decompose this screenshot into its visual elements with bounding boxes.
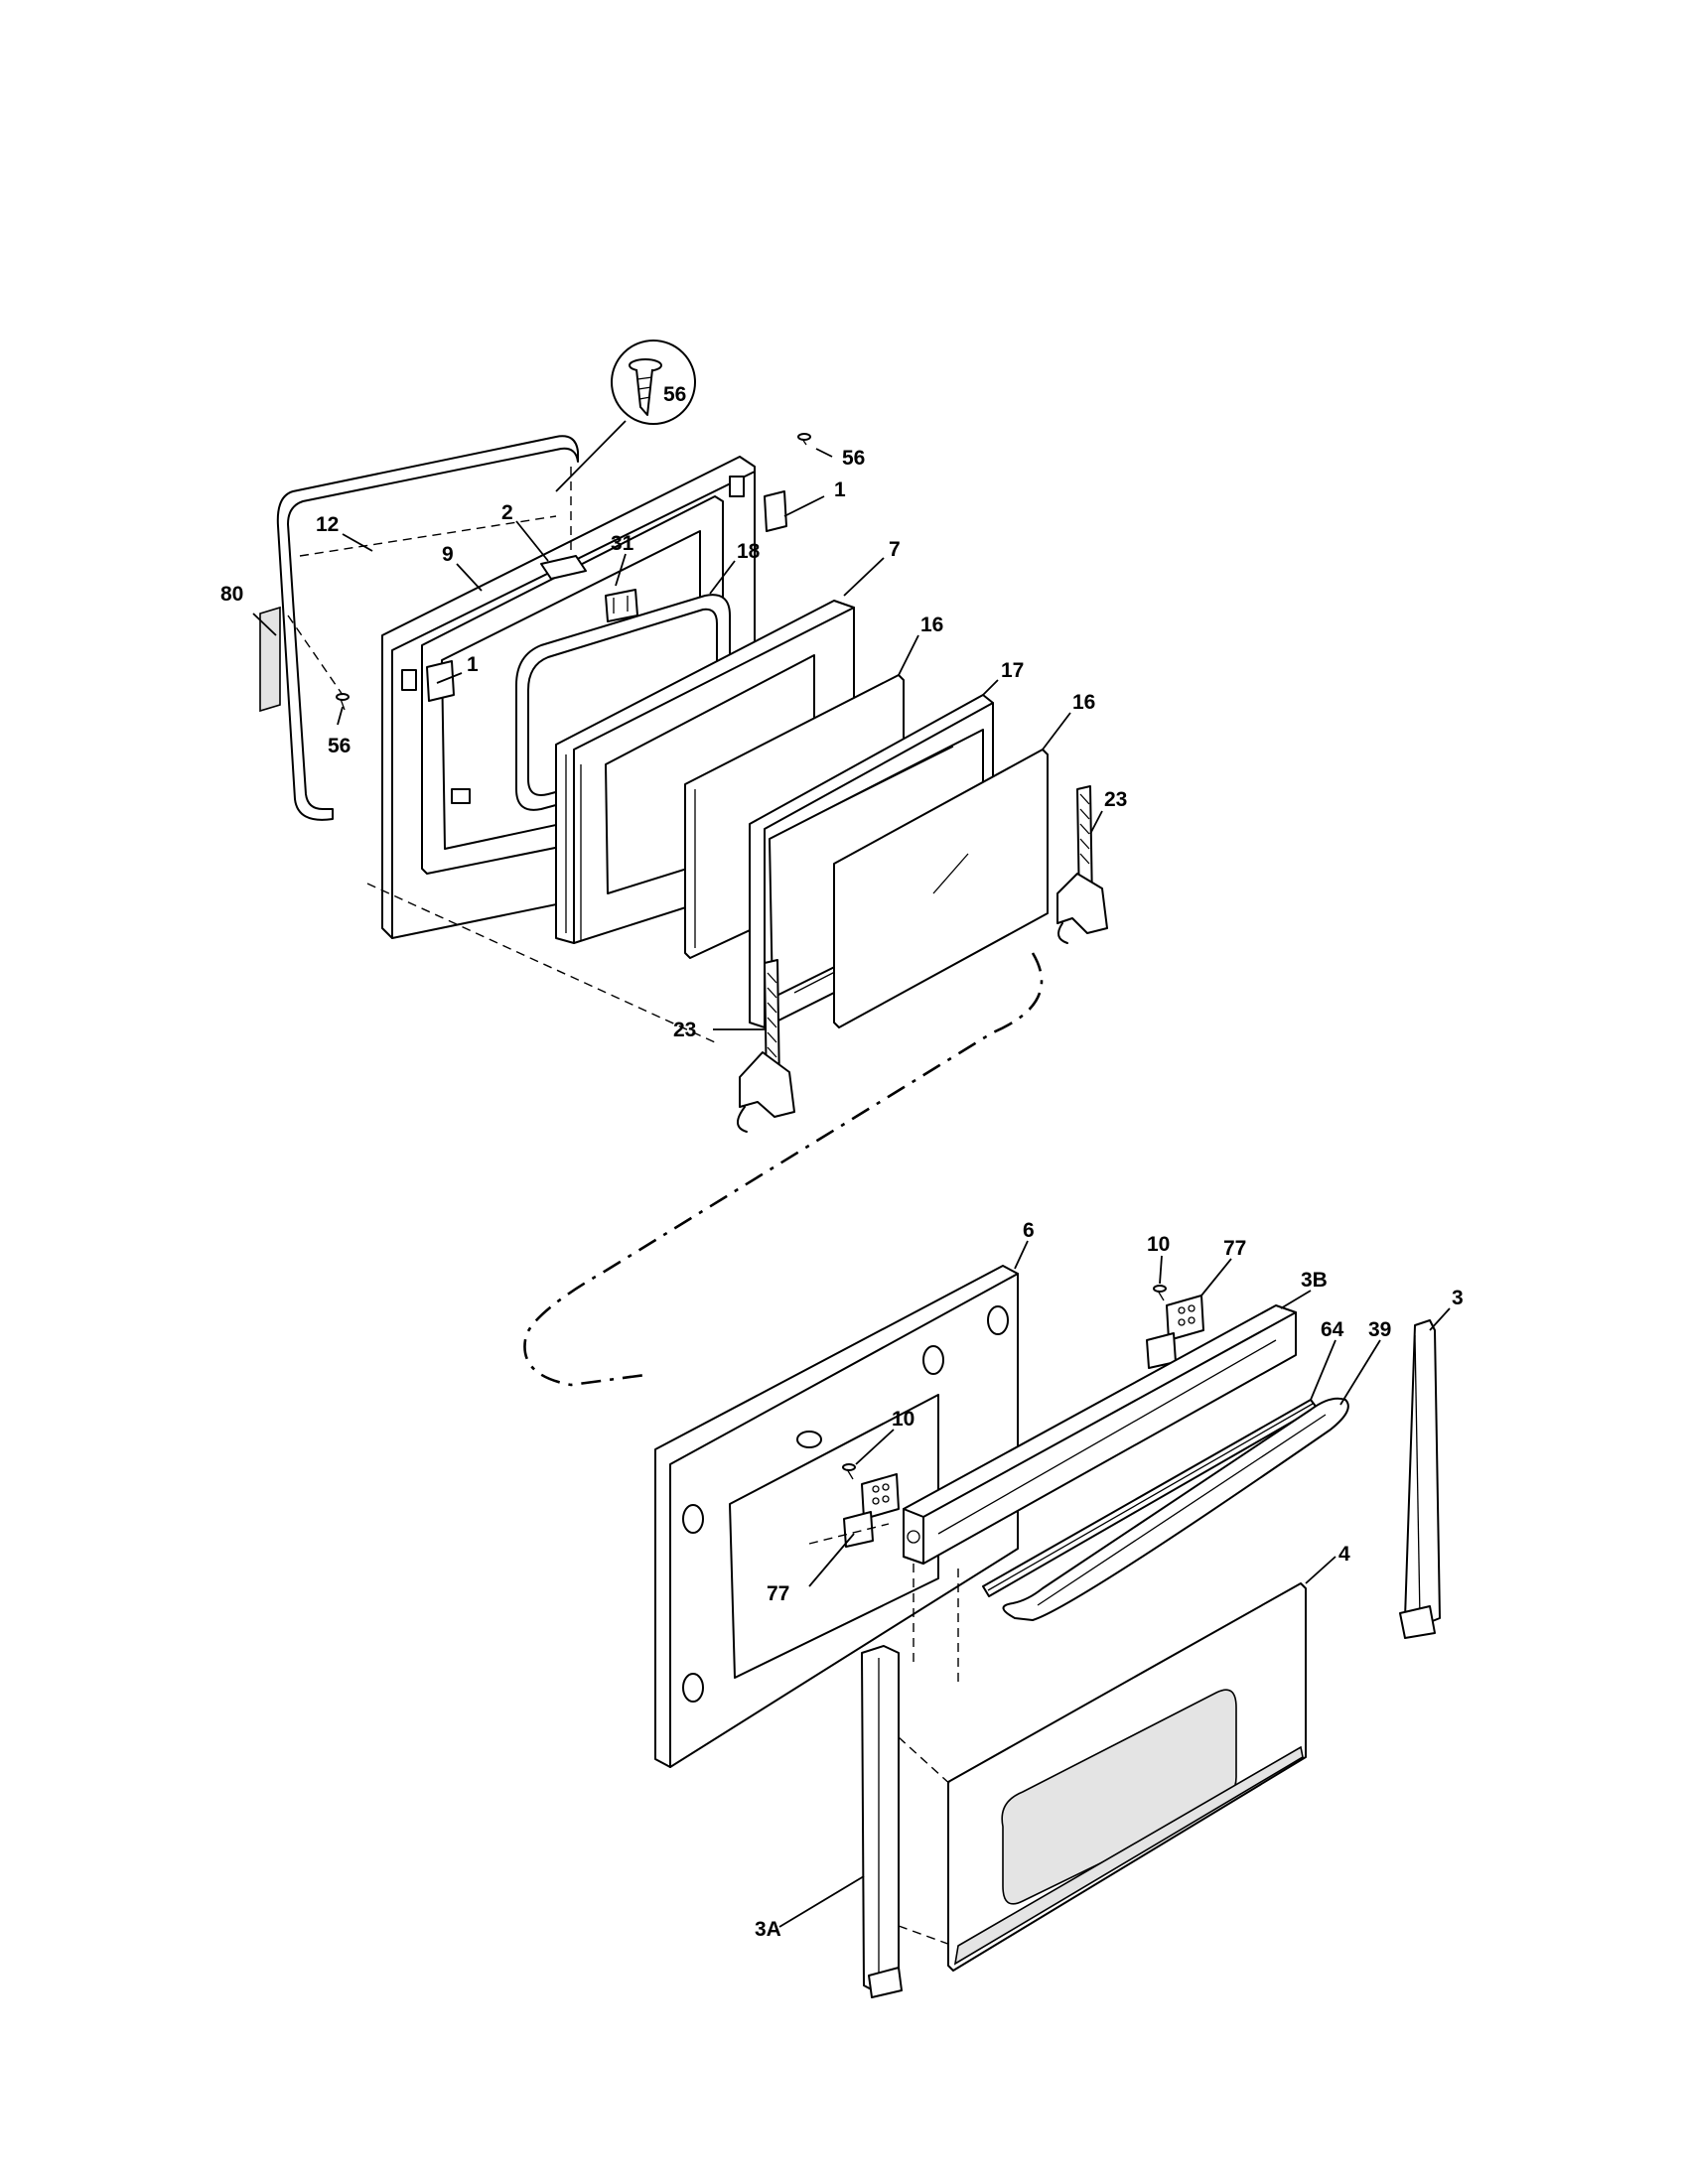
callout-labels: 56 56 1 12 2 9 31 18 7 80 1 16 17 16 56 … [220,383,1464,1941]
callout-64: 64 [1321,1318,1344,1341]
door-gasket-12 [276,435,579,821]
callout-3A: 3A [755,1918,781,1941]
callout-77-top: 77 [1223,1237,1246,1260]
inner-door-panel-6 [654,1265,1019,1768]
side-trim-3-right [1399,1319,1441,1639]
callout-17: 17 [1001,659,1024,682]
callout-16-b: 16 [1072,691,1095,714]
callout-1-left: 1 [467,653,479,676]
hinge-23-right [1056,785,1108,944]
callout-56-detail: 56 [663,383,686,406]
side-trim-3A-left [861,1645,903,1998]
callout-77-bot: 77 [767,1582,789,1605]
callout-3B: 3B [1301,1269,1328,1292]
callout-31: 31 [611,532,634,555]
callout-9: 9 [442,543,454,566]
bracket-2 [540,555,587,580]
callout-16-a: 16 [920,614,943,636]
callout-12: 12 [316,513,339,536]
callout-39: 39 [1368,1318,1391,1341]
callout-80: 80 [220,583,243,606]
callout-4: 4 [1338,1543,1350,1566]
callout-10-mid: 10 [892,1408,914,1431]
screw-10-top [1153,1285,1167,1301]
callout-6: 6 [1023,1219,1035,1242]
hinge-receiver-1-top [764,490,787,532]
hinge-23-left [737,959,795,1133]
callout-56-left: 56 [328,735,351,757]
screw-56-detail-circle [555,340,696,492]
door-handle-39 [1002,1397,1349,1621]
callout-18: 18 [737,540,761,563]
callout-10-top: 10 [1147,1233,1170,1256]
door-trim-channel-3B [903,1304,1297,1565]
outer-door-panel-4 [947,1582,1307,1972]
leader-lines [252,448,1451,1928]
assembly-link-dashed-loop [523,952,1044,1387]
callout-56-top: 56 [842,447,865,470]
callout-7: 7 [889,538,901,561]
callout-23-right: 23 [1104,788,1127,811]
screw-56-top [797,433,811,446]
callout-3: 3 [1452,1287,1464,1309]
hinge-plate-77-bottom [843,1473,900,1548]
callout-2: 2 [501,501,513,524]
callout-1-top: 1 [834,478,846,501]
callout-23-left: 23 [673,1019,696,1041]
screw-10-mid [842,1463,856,1480]
